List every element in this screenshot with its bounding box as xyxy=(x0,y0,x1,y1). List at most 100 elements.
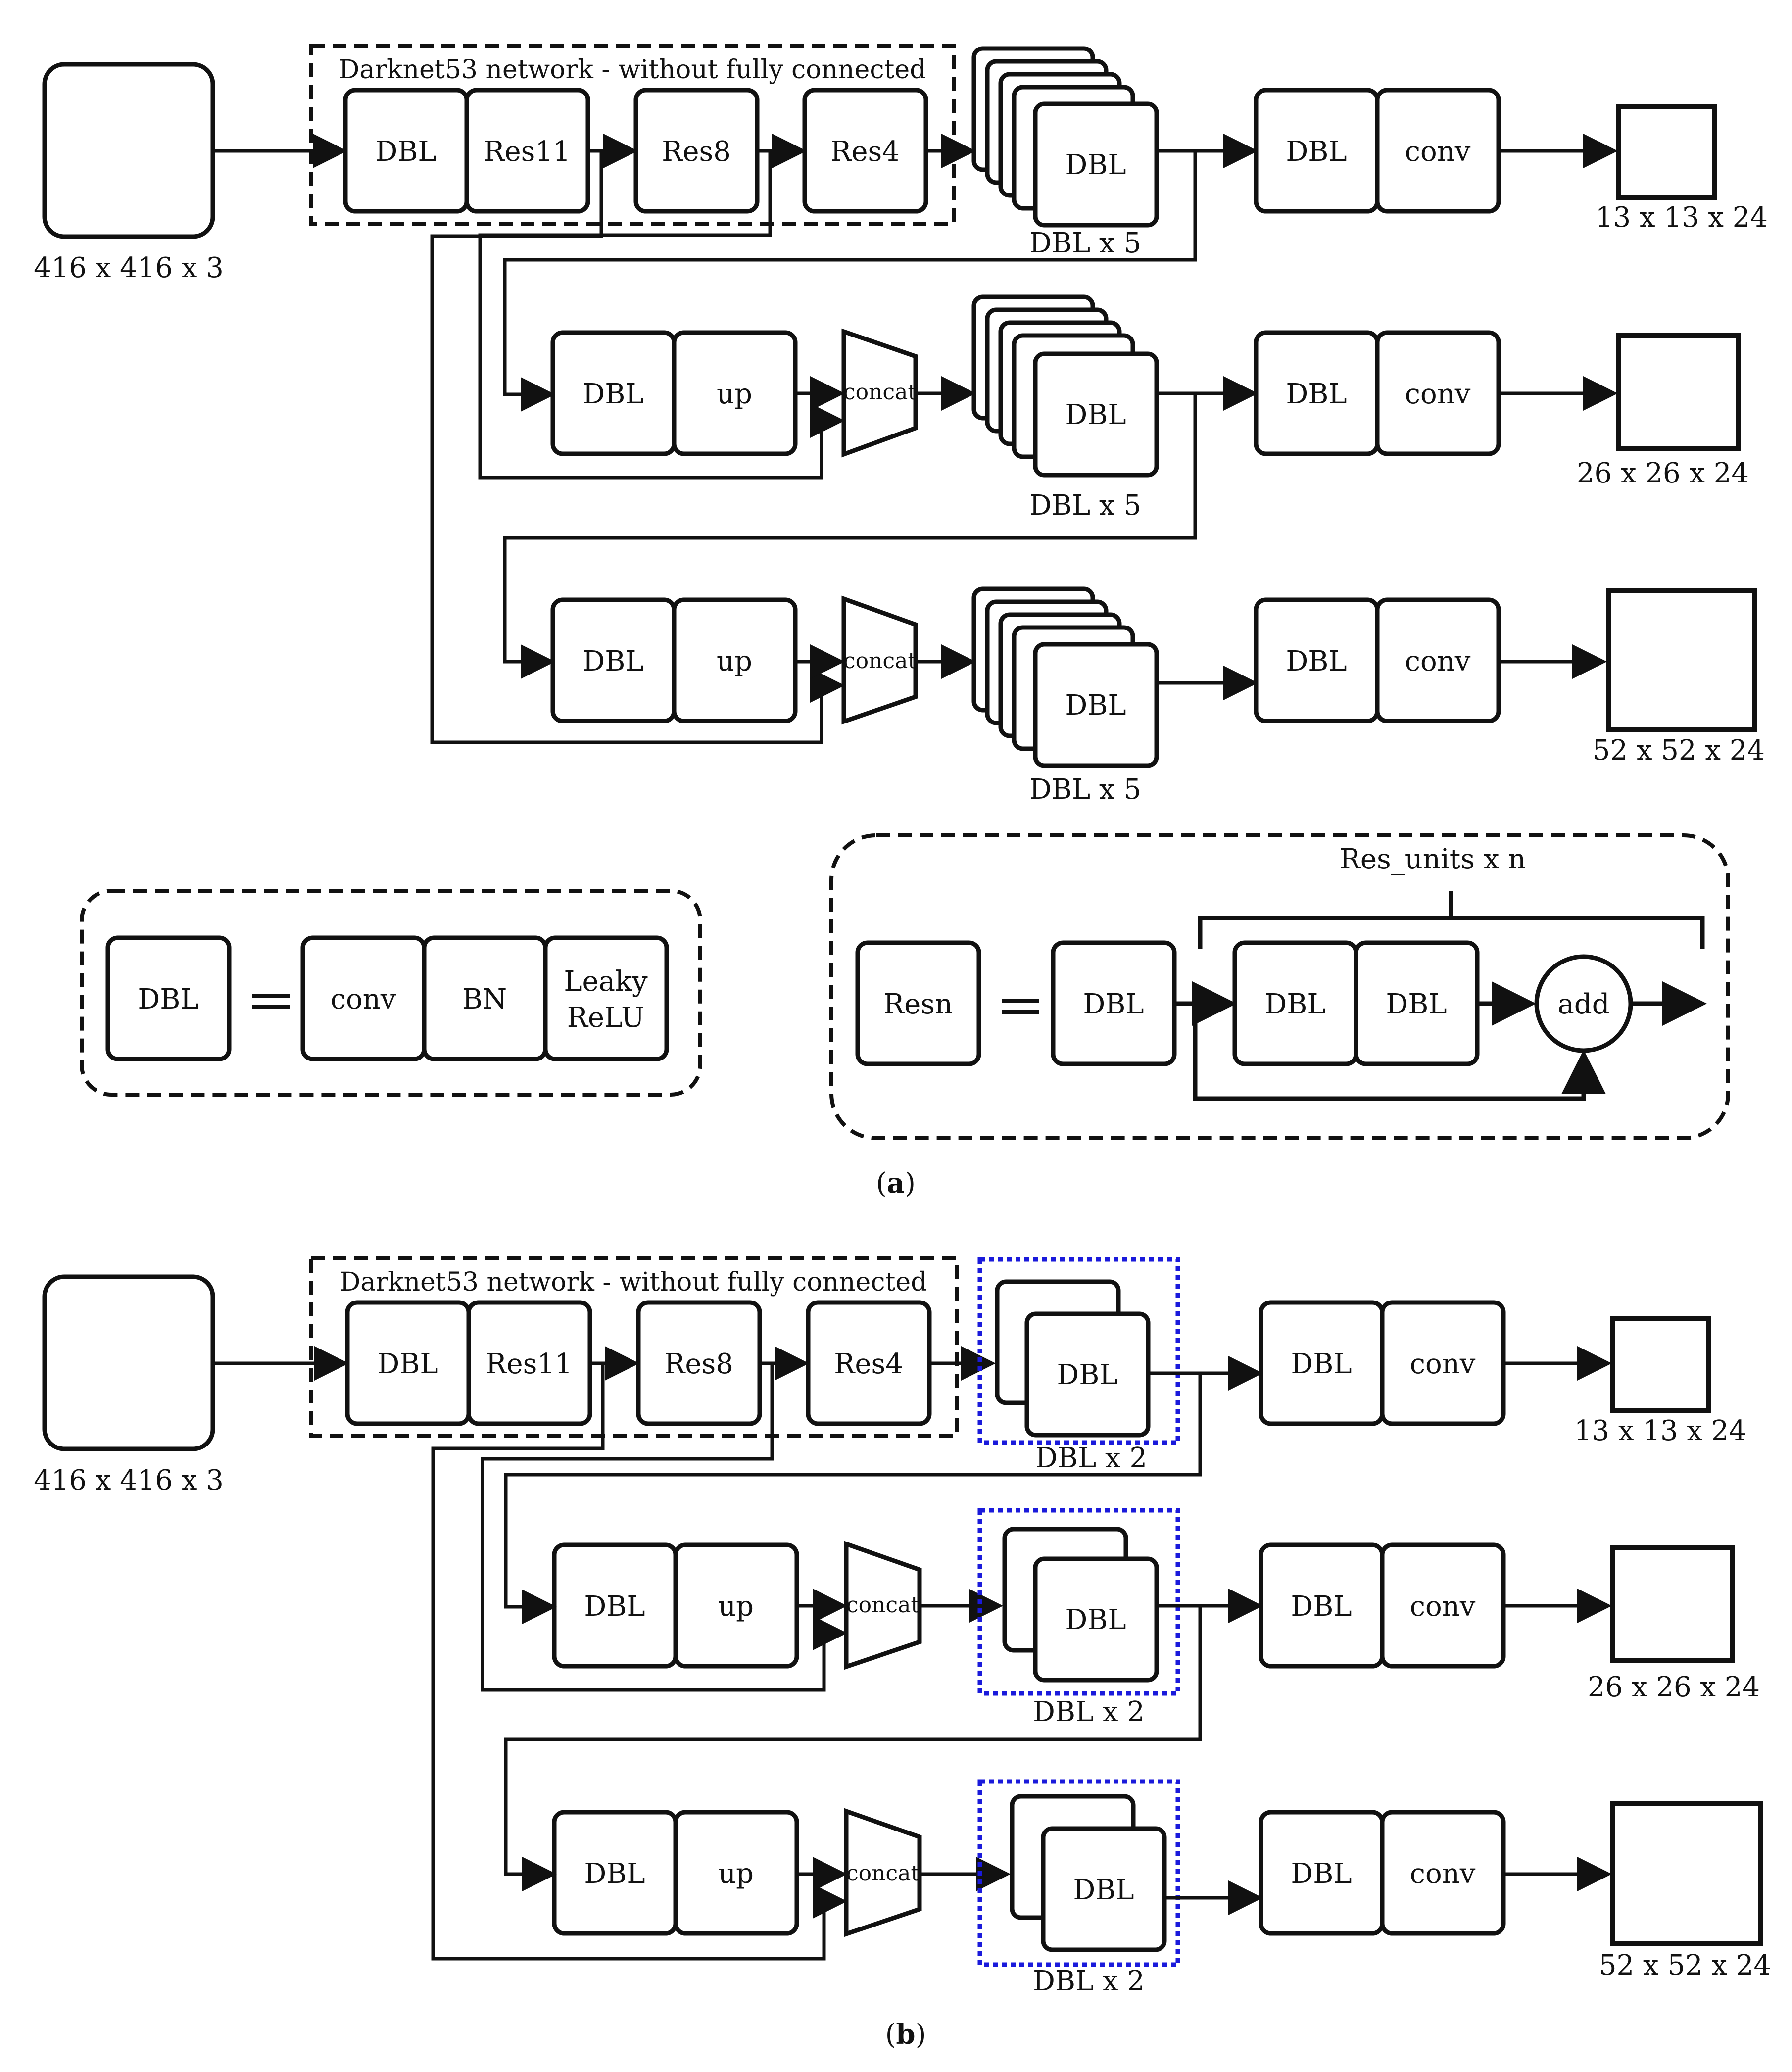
dbl-x5-stack-row1-a: DBL xyxy=(971,46,1159,228)
skip-res8-to-concat-row2-b xyxy=(481,1363,847,1692)
legend-dbl-block xyxy=(105,935,232,1061)
dbl-x2-highlight-row3-b xyxy=(977,1779,1180,1967)
legend-resn-equals-top xyxy=(1002,999,1039,1003)
input-size-label-b: 416 x 416 x 3 xyxy=(34,1464,224,1496)
output-26-box-a xyxy=(1616,333,1741,451)
dbl-x5-stack-row3-a: DBL xyxy=(971,586,1159,768)
caption-b: (b) xyxy=(885,2018,926,2051)
head1-conv-label-a: conv xyxy=(1405,136,1471,168)
svg-text:DBL: DBL xyxy=(1065,399,1126,431)
backbone-dbl-label-b: DBL xyxy=(377,1348,438,1380)
res8-label-a: Res8 xyxy=(662,136,731,168)
svg-text:DBL: DBL xyxy=(1057,1359,1117,1391)
svg-text:DBL: DBL xyxy=(1065,149,1126,181)
output-26-label-a: 26 x 26 x 24 xyxy=(1577,457,1749,489)
row2-concat-label-a: concat xyxy=(843,380,917,405)
head2-conv-label-b: conv xyxy=(1410,1590,1476,1623)
skip-res11-to-concat-row3-a xyxy=(430,151,845,744)
legend-res-unit-dbl1-label: DBL xyxy=(1264,988,1325,1020)
legend-res-units-label: Res_units x n xyxy=(1340,843,1526,875)
panel-b: 416 x 416 x 3 Darknet53 network - withou… xyxy=(34,1256,1771,2051)
branch-row2-to-row3-a xyxy=(503,393,1197,679)
branch-row1-to-row2-a xyxy=(503,151,1197,412)
output-13-label-a: 13 x 13 x 24 xyxy=(1596,201,1768,234)
head3-conv-label-a: conv xyxy=(1405,645,1471,677)
input-size-label-a: 416 x 416 x 3 xyxy=(34,252,224,284)
head2-dbl-label-a: DBL xyxy=(1286,378,1347,410)
input-image-box-a xyxy=(42,62,215,239)
legend-dbl-box xyxy=(80,889,702,1097)
dbl-x2-label-row1-b: DBL x 2 xyxy=(1035,1442,1147,1474)
darknet-label-a: Darknet53 network - without fully connec… xyxy=(339,55,926,85)
row3-concat-a xyxy=(841,595,918,725)
res8-label-b: Res8 xyxy=(664,1348,733,1380)
output-26-label-b: 26 x 26 x 24 xyxy=(1588,1671,1760,1703)
svg-text:DBL: DBL xyxy=(1065,1604,1126,1636)
row2-up-label-a: up xyxy=(717,378,752,410)
row2-dbl-label-b: DBL xyxy=(584,1590,645,1623)
output-13-box-a xyxy=(1616,104,1717,200)
head2-dbl-label-b: DBL xyxy=(1291,1590,1352,1623)
head3-conv-label-b: conv xyxy=(1410,1858,1476,1890)
dbl-x2-label-row2-b: DBL x 2 xyxy=(1033,1696,1145,1728)
dbl-x2-stack-row2-b: DBL xyxy=(1002,1527,1159,1683)
row3-up-label-b: up xyxy=(718,1858,754,1890)
res11-label-b: Res11 xyxy=(485,1348,572,1380)
legend-dbl-label: DBL xyxy=(138,983,198,1015)
output-52-label-b: 52 x 52 x 24 xyxy=(1599,1949,1771,1981)
row3-concat-label-b: concat xyxy=(846,1861,920,1886)
row3-up-label-a: up xyxy=(717,645,752,677)
legend-resn-equals-bottom xyxy=(1002,1010,1039,1014)
panel-a: 416 x 416 x 3 Darknet53 network - withou… xyxy=(34,44,1768,1200)
output-52-box-a xyxy=(1606,588,1757,732)
head2-conv-label-a: conv xyxy=(1405,378,1471,410)
skip-res11-to-concat-row3-b xyxy=(431,1363,847,1961)
row3-concat-label-a: concat xyxy=(843,648,917,674)
branch-row1-to-row2-b xyxy=(504,1373,1202,1624)
head1-dbl-label-a: DBL xyxy=(1286,136,1347,168)
row2-concat-label-b: concat xyxy=(846,1592,920,1618)
legend-leaky-label-2: ReLU xyxy=(567,1002,645,1034)
svg-text:DBL: DBL xyxy=(1073,1874,1134,1906)
row3-concat-b xyxy=(844,1808,922,1937)
res11-label-a: Res11 xyxy=(484,136,570,168)
row2-dbl-label-a: DBL xyxy=(582,378,643,410)
dbl-x5-label-row3-a: DBL x 5 xyxy=(1029,773,1141,806)
output-52-box-b xyxy=(1610,1801,1763,1946)
output-13-label-b: 13 x 13 x 24 xyxy=(1574,1415,1746,1447)
caption-a: (a) xyxy=(876,1167,916,1200)
dbl-x2-highlight-row2-b xyxy=(977,1508,1180,1696)
branch-row2-to-row3-b xyxy=(504,1606,1202,1891)
legend-resn-dbl-label: DBL xyxy=(1083,988,1144,1020)
output-26-box-b xyxy=(1610,1545,1735,1663)
skip-res8-to-concat-row2-a xyxy=(478,151,845,480)
darknet-box-b xyxy=(309,1256,959,1438)
res4-label-a: Res4 xyxy=(830,136,900,168)
svg-text:DBL: DBL xyxy=(1065,689,1126,722)
legend-res-unit-dbl2-label: DBL xyxy=(1386,988,1447,1020)
dbl-x5-label-row1-a: DBL x 5 xyxy=(1029,227,1141,259)
legend-leaky-label-1: Leaky xyxy=(564,965,648,998)
head3-dbl-label-a: DBL xyxy=(1286,645,1347,677)
legend-leaky-block xyxy=(543,935,669,1061)
output-52-label-a: 52 x 52 x 24 xyxy=(1593,734,1765,767)
legend-equals-bottom xyxy=(252,1005,290,1009)
head1-conv-label-b: conv xyxy=(1410,1348,1476,1380)
dbl-x2-stack-row1-b: DBL xyxy=(995,1279,1151,1438)
legend-resn-box xyxy=(829,833,1730,1140)
legend-bn-label: BN xyxy=(462,983,507,1015)
darknet-label-b: Darknet53 network - without fully connec… xyxy=(340,1267,927,1297)
legend-conv-label: conv xyxy=(331,983,396,1015)
dbl-x2-label-row3-b: DBL x 2 xyxy=(1033,1965,1145,1997)
dbl-x2-highlight-row1-b xyxy=(977,1257,1180,1445)
head1-dbl-label-b: DBL xyxy=(1291,1348,1352,1380)
legend-resn-label: Resn xyxy=(883,988,953,1020)
input-image-box-b xyxy=(42,1274,215,1451)
output-13-box-b xyxy=(1610,1316,1711,1413)
legend-equals-top xyxy=(252,994,290,998)
dbl-x2-stack-row3-b: DBL xyxy=(1010,1794,1167,1952)
row3-dbl-label-b: DBL xyxy=(584,1858,645,1890)
row2-concat-b xyxy=(844,1541,922,1670)
dbl-x5-label-row2-a: DBL x 5 xyxy=(1029,489,1141,522)
